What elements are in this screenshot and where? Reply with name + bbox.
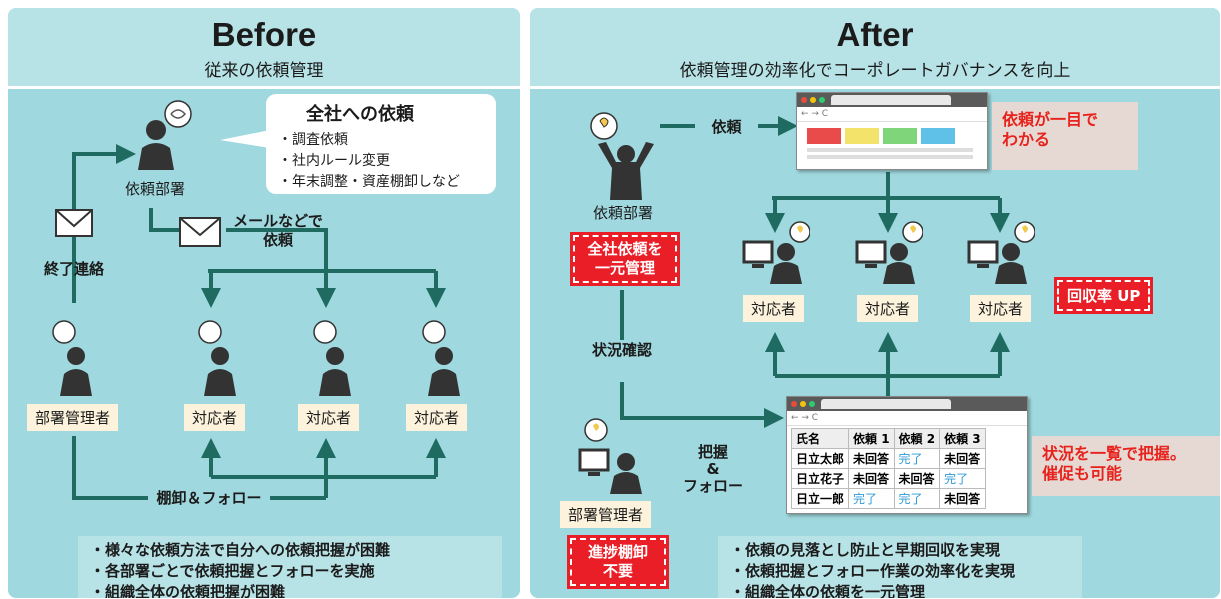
worried-person-icon [313,320,351,396]
follow-label: 棚卸＆フォロー [148,489,270,508]
after-title: After [836,16,914,53]
before-subtitle: 従来の依頼管理 [204,61,324,81]
after-benefits: ・依頼の見落とし防止と早期回収を実現 ・依頼把握とフォロー作業の効率化を実現 ・… [718,536,1082,598]
grasp-follow-label: 把握 & フォロー [682,443,743,495]
bubble-item: ・社内ルール変更 [278,153,390,169]
responder-label: 対応者 [743,295,805,322]
after-subtitle: 依頼管理の効率化でコーポレートガバナンスを向上 [679,61,1071,81]
bubble-title: 全社への依頼 [306,104,414,125]
issue-item: ・組織全体の依頼把握が困難 [90,583,286,598]
mail-label: メールなどで 依頼 [233,212,323,249]
bubble-item: ・年末調整・資産棚卸しなど [278,174,460,190]
responder-label: 対応者 [184,404,246,431]
status-browser-window: ← → C 氏名 依頼 1 依頼 2 依頼 3 日立太郎 未回答 完了 未回答 … [786,396,1028,514]
pc-worker-icon [578,418,642,494]
pc-worker-icon [855,221,923,284]
pc-worker-icon [742,221,810,284]
before-manager-label: 部署管理者 [27,404,119,431]
status-note: 状況を一覧で把握。 催促も可能 [1032,436,1220,496]
table-cell: 未回答 [939,448,986,469]
after-header: After 依頼管理の効率化でコーポレートガバナンスを向上 [530,8,1220,89]
after-panel: After 依頼管理の効率化でコーポレートガバナンスを向上 [530,8,1220,598]
after-requester-label: 依頼部署 [592,204,653,222]
request-label: 依頼 [711,118,742,136]
table-header: 依頼 2 [893,428,941,449]
worried-person-icon [422,320,460,396]
after-arrows [620,116,1010,428]
benefit-item: ・依頼把握とフォロー作業の効率化を実現 [730,562,1016,580]
table-cell: 未回答 [939,488,986,509]
benefit-item: ・依頼の見落とし防止と早期回収を実現 [730,541,1001,559]
before-issues: ・様々な依頼方法で自分への依頼把握が困難 ・各部署ごとで依頼把握とフォローを実施… [78,536,502,598]
table-cell: 未回答 [893,468,941,489]
request-tiles [807,128,973,159]
table-cell: 未回答 [848,448,895,469]
after-manager-label: 部署管理者 [560,501,652,528]
table-row: 日立一郎 完了 完了 未回答 [790,488,986,509]
issue-item: ・各部署ごとで依頼把握とフォローを実施 [90,562,375,580]
table-row: 日立太郎 未回答 完了 未回答 [790,448,986,469]
idea-person-icon [590,112,654,200]
before-panel: Before 従来の依頼管理 [8,8,520,598]
issue-item: ・様々な依頼方法で自分への依頼把握が困難 [90,541,391,559]
table-cell: 完了 [893,448,941,469]
status-table: 氏名 依頼 1 依頼 2 依頼 3 日立太郎 未回答 完了 未回答 日立花子 未… [790,428,986,509]
table-cell: 完了 [939,468,986,489]
table-row: 日立花子 未回答 未回答 完了 [790,468,986,489]
table-header: 依頼 3 [939,428,986,449]
table-cell: 完了 [848,488,895,509]
before-requester-label: 依頼部署 [124,180,185,198]
before-arrows [55,144,446,500]
responder-label: 対応者 [406,404,468,431]
recovery-rate-tag: 回収率 UP [1053,277,1154,314]
envelope-icon [179,217,221,247]
benefit-item: ・組織全体の依頼を一元管理 [730,583,926,598]
end-report-label: 終了連絡 [43,260,104,278]
worried-person-icon [138,100,192,170]
worried-person-icon [198,320,236,396]
table-header: 氏名 [790,428,850,449]
table-cell: 日立花子 [790,468,850,489]
no-inventory-tag: 進捗棚卸 不要 [567,535,669,589]
table-cell: 完了 [893,488,941,509]
central-management-tag: 全社依頼を 一元管理 [570,232,680,286]
responder-label: 対応者 [970,295,1032,322]
table-header: 依頼 1 [848,428,895,449]
bubble-item: ・調査依頼 [278,132,348,148]
envelope-icon [55,209,93,237]
glance-note: 依頼が一目で わかる [992,102,1138,170]
request-browser-window: ← → C [796,92,988,170]
company-request-bubble: 全社への依頼 ・調査依頼 ・社内ルール変更 ・年末調整・資産棚卸しなど [266,94,496,194]
table-cell: 日立太郎 [790,448,850,469]
responder-label: 対応者 [857,295,919,322]
worried-person-icon [52,320,92,396]
responder-label: 対応者 [298,404,360,431]
pc-worker-icon [967,221,1035,284]
table-cell: 未回答 [848,468,895,489]
before-title: Before [211,16,317,53]
status-check-label: 状況確認 [582,341,662,360]
table-cell: 日立一郎 [790,488,850,509]
before-header: Before 従来の依頼管理 [8,8,520,89]
